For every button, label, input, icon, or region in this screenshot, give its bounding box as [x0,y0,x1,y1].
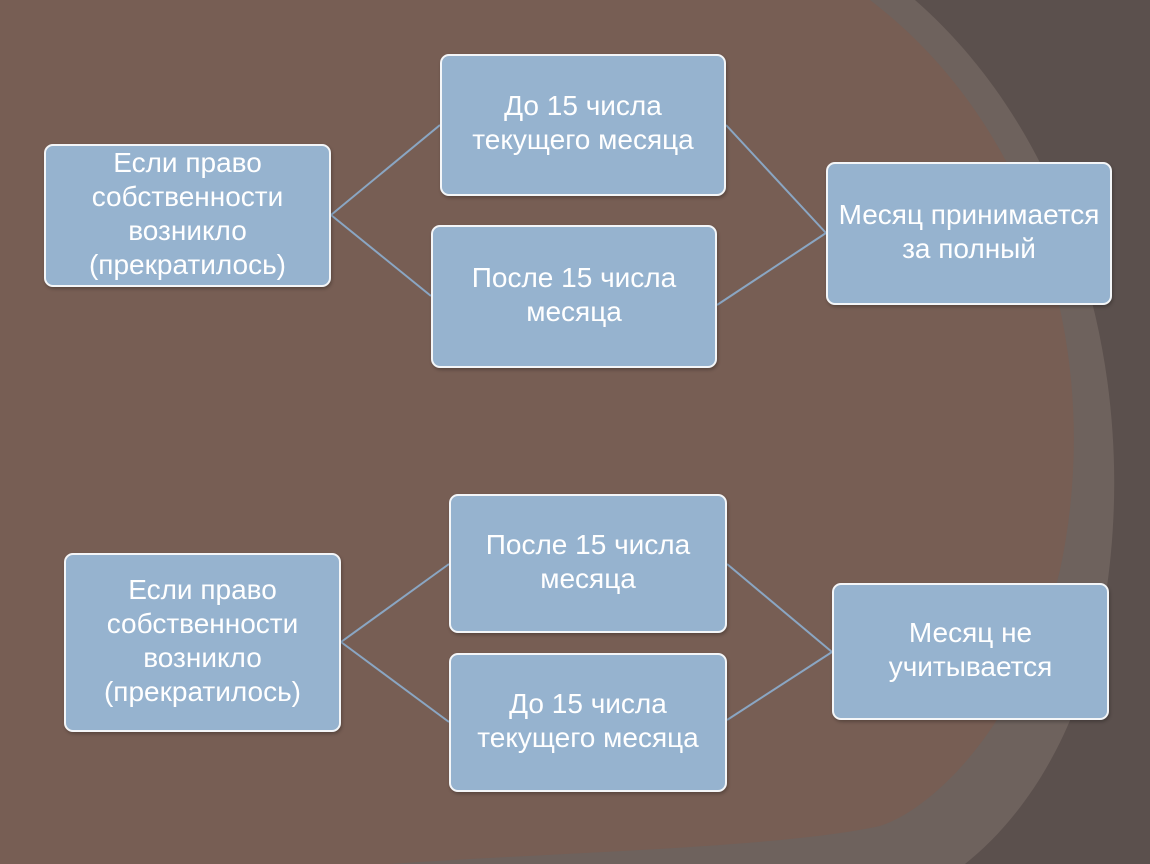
diagram-top-after-15-node: После 15 числа месяца [431,225,717,368]
diagram-top-before-15-node: До 15 числа текущего месяца [440,54,726,196]
diagram-bottom-before-15-label: До 15 числа текущего месяца [477,687,699,753]
diagram-bottom-result-label: Месяц не учитывается [888,616,1053,682]
diagram-top-after-15-label: После 15 числа месяца [471,261,677,327]
diagram-bottom-before-15-node: До 15 числа текущего месяца [449,653,727,792]
diagram-bottom-after-15-label: После 15 числа месяца [485,528,691,594]
diagram-top-before-15-label: До 15 числа текущего месяца [472,90,694,155]
diagram-bottom-source-label: Если право собственности возникло (прекр… [103,573,301,707]
diagram-bottom-result-node: Месяц не учитывается [832,583,1109,720]
diagram-bottom-source-node: Если право собственности возникло (прекр… [64,553,341,732]
diagram-top-result-label: Месяц принимается за полный [838,198,1100,264]
diagram-bottom-after-15-node: После 15 числа месяца [449,494,727,633]
diagram-top-source-node: Если право собственности возникло (прекр… [44,144,331,287]
diagram-top-source-label: Если право собственности возникло (прекр… [88,146,286,280]
diagram-top-result-node: Месяц принимается за полный [826,162,1112,305]
